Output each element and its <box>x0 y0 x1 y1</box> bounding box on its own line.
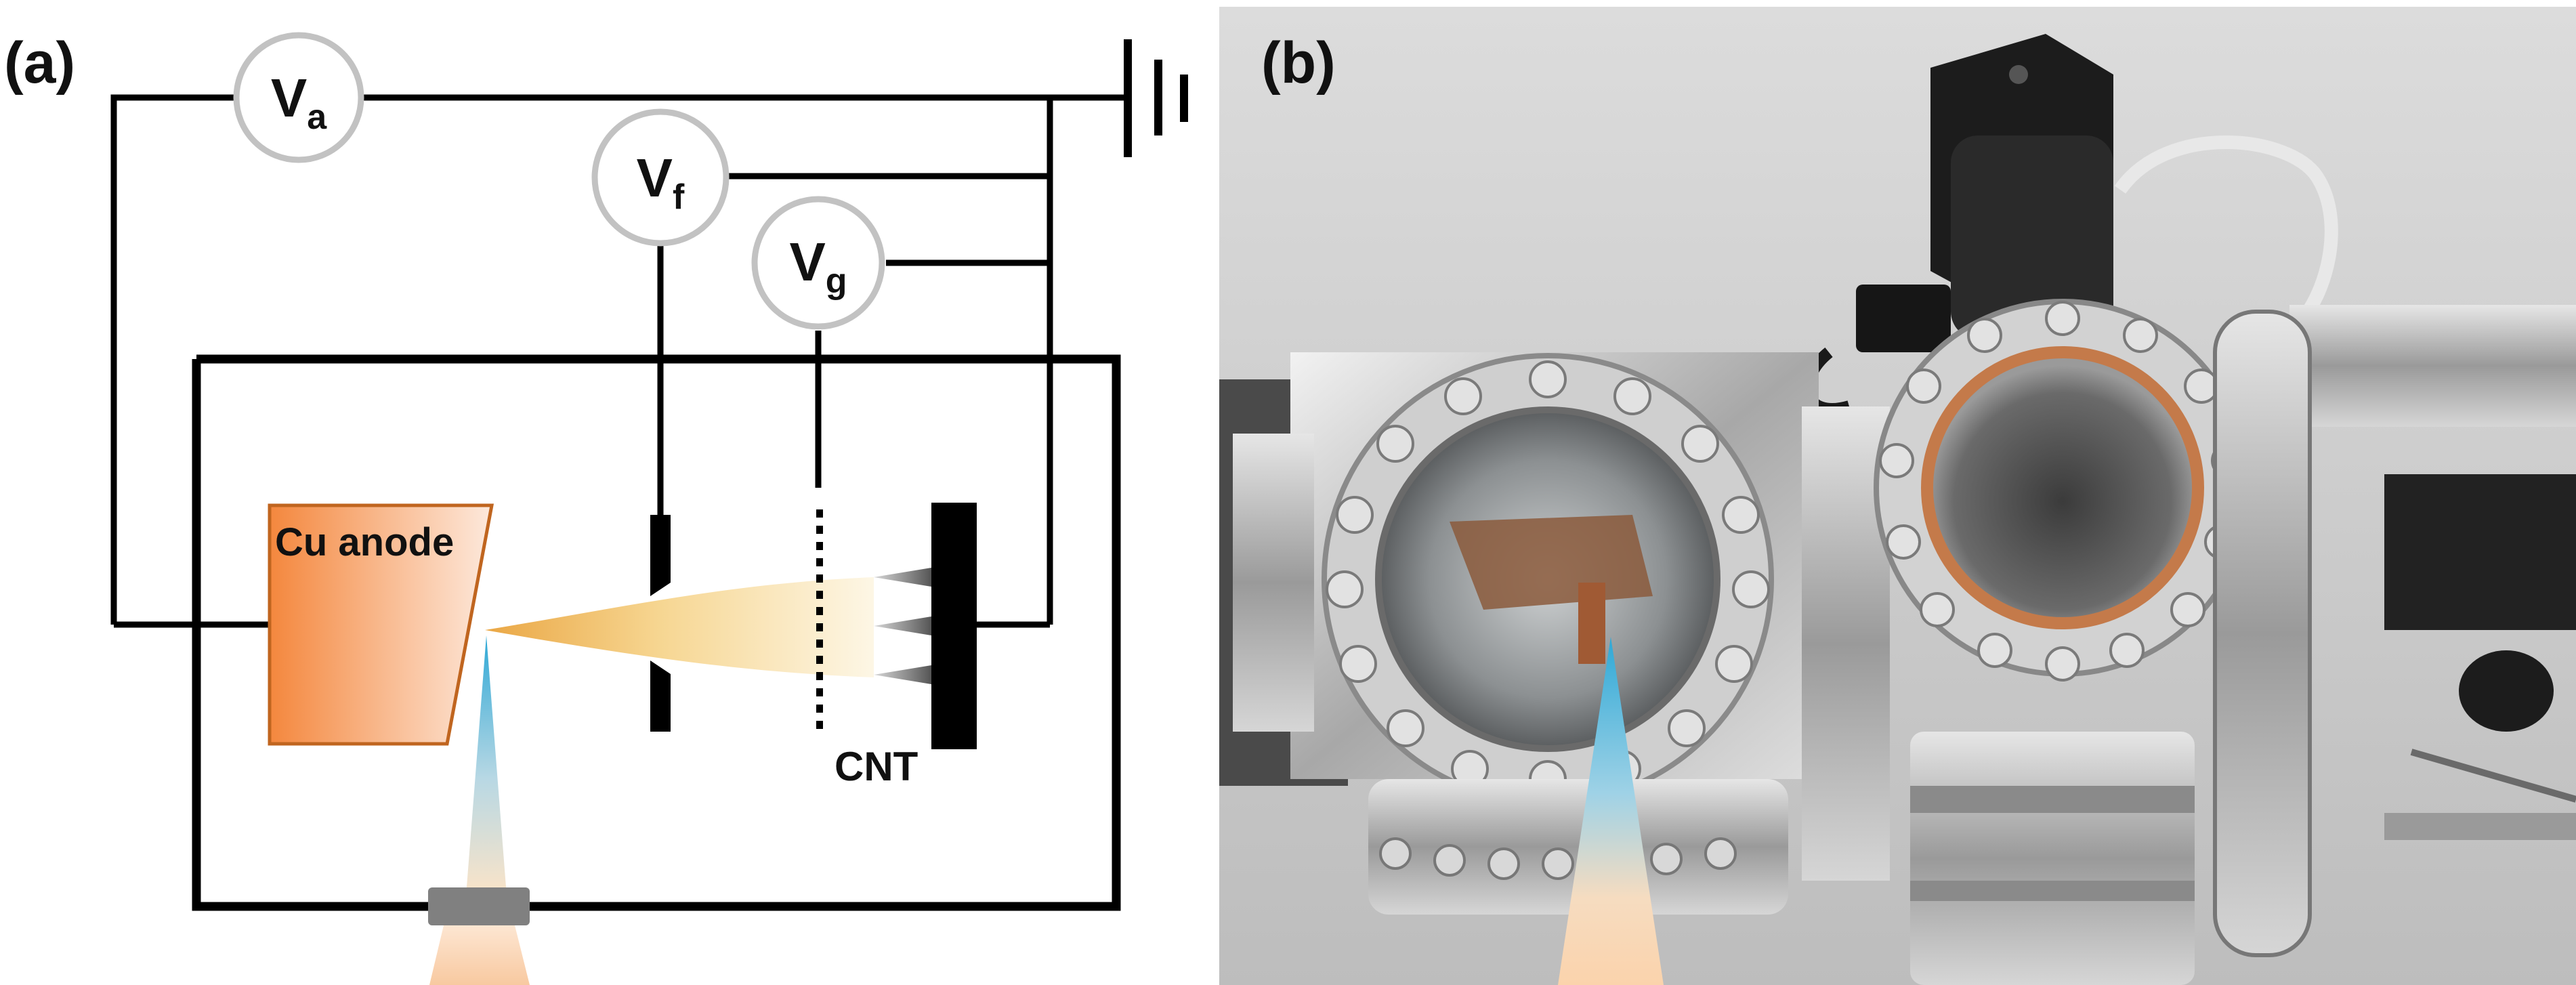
meter-vf-subscript: f <box>673 177 685 217</box>
cu-anode: Cu anode <box>268 503 494 746</box>
ground-icon <box>1124 39 1188 157</box>
xray-cone-a <box>466 635 507 896</box>
cnt-label: CNT <box>835 744 918 789</box>
xray-output-glow <box>429 925 530 985</box>
panel-a-schematic: (a) <box>4 30 1188 985</box>
panel-b-label: (b) <box>1261 30 1336 96</box>
motor-unit <box>1856 34 2113 352</box>
svg-text:Vf: Vf <box>637 148 685 217</box>
cnt-emitter-tips <box>874 568 931 684</box>
electron-beam <box>485 577 874 677</box>
xray-cone-b <box>1558 637 1664 985</box>
meter-va-symbol: V <box>271 68 307 128</box>
anode-label: Cu anode <box>275 520 454 564</box>
right-flange <box>2213 310 2312 957</box>
meter-va-subscript: a <box>307 98 327 137</box>
xray-window <box>428 887 530 925</box>
voltmeter-va: Va <box>233 32 364 163</box>
focus-electrode <box>650 515 671 732</box>
meter-vf-symbol: V <box>637 148 673 208</box>
panel-b-photo: (b) <box>1219 7 2576 985</box>
voltmeter-vf: Vf <box>591 108 730 247</box>
cable <box>2114 135 2338 323</box>
panel-a-label: (a) <box>4 30 75 96</box>
left-chamber <box>1233 352 1819 915</box>
svg-text:Va: Va <box>271 68 327 137</box>
side-tubes <box>2289 305 2576 840</box>
meter-vg-subscript: g <box>826 261 847 301</box>
cathode-substrate <box>931 503 977 749</box>
circuit-wires <box>110 94 1128 911</box>
svg-text:Vg: Vg <box>789 232 847 301</box>
voltmeter-vg: Vg <box>751 196 885 330</box>
meter-vg-symbol: V <box>789 232 825 292</box>
